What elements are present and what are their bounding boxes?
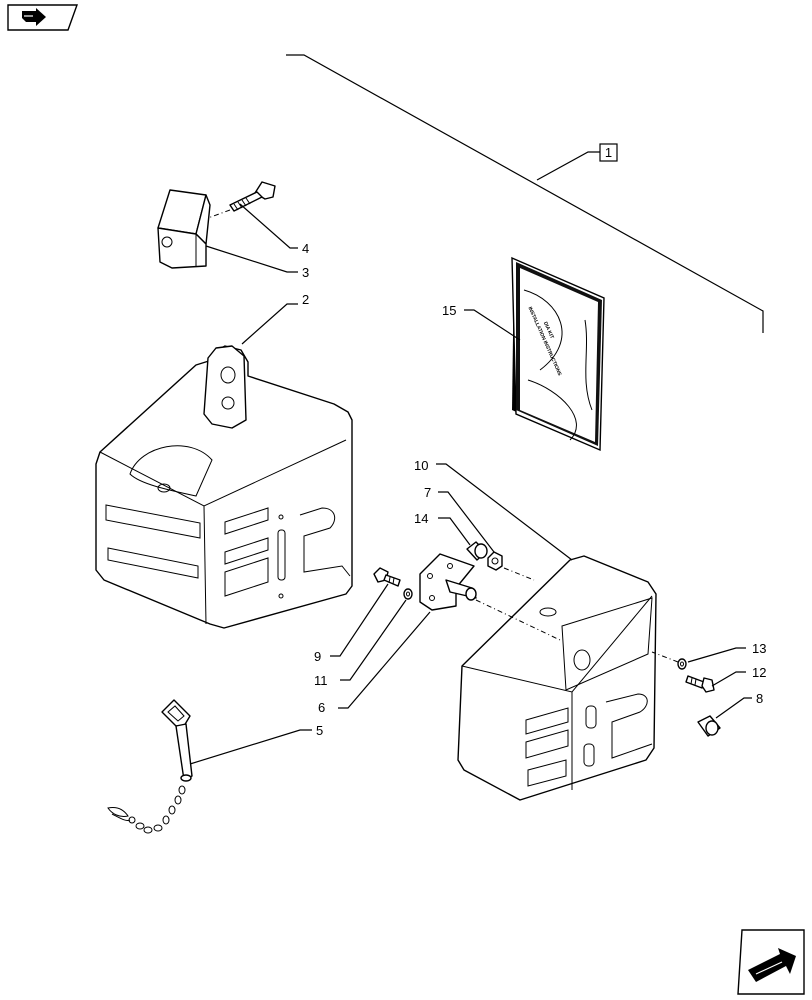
- callout-9: 9: [314, 649, 321, 664]
- kit-bracket: 1: [286, 54, 764, 333]
- callout-14: 14: [414, 511, 428, 526]
- callout-3: 3: [302, 265, 309, 280]
- part-5-pin-and-chain: [107, 699, 193, 834]
- callout-15: 15: [442, 303, 456, 318]
- part-2-front-weight: [95, 345, 353, 629]
- part-7-nut: [487, 551, 535, 581]
- callout-1: 1: [605, 145, 612, 160]
- part-12-bolt: [685, 675, 715, 693]
- part-10-rear-weight: [457, 555, 657, 801]
- part-3-block: [157, 189, 211, 269]
- callout-4: 4: [302, 241, 309, 256]
- part-13-washer: [651, 651, 687, 670]
- part-6-flange: [419, 553, 561, 641]
- next-page-arrow-icon[interactable]: [737, 929, 805, 995]
- callout-10: 10: [414, 458, 428, 473]
- part-9-bolt: [373, 567, 401, 587]
- callout-8: 8: [756, 691, 763, 706]
- part-8-plug: [697, 715, 721, 737]
- callout-12: 12: [752, 665, 766, 680]
- callout-5: 5: [316, 723, 323, 738]
- part-15-manual: DIA KIT INSTALLATION INSTRUCTIONS: [511, 256, 605, 452]
- callout-13: 13: [752, 641, 766, 656]
- part-14-bushing: [466, 541, 488, 561]
- callout-11: 11: [314, 673, 328, 688]
- callout-2: 2: [302, 292, 309, 307]
- callout-7: 7: [424, 485, 431, 500]
- callout-6: 6: [318, 700, 325, 715]
- prev-page-arrow-icon[interactable]: [7, 4, 78, 31]
- part-11-washer: [403, 588, 413, 600]
- part-4-bolt: [207, 181, 276, 219]
